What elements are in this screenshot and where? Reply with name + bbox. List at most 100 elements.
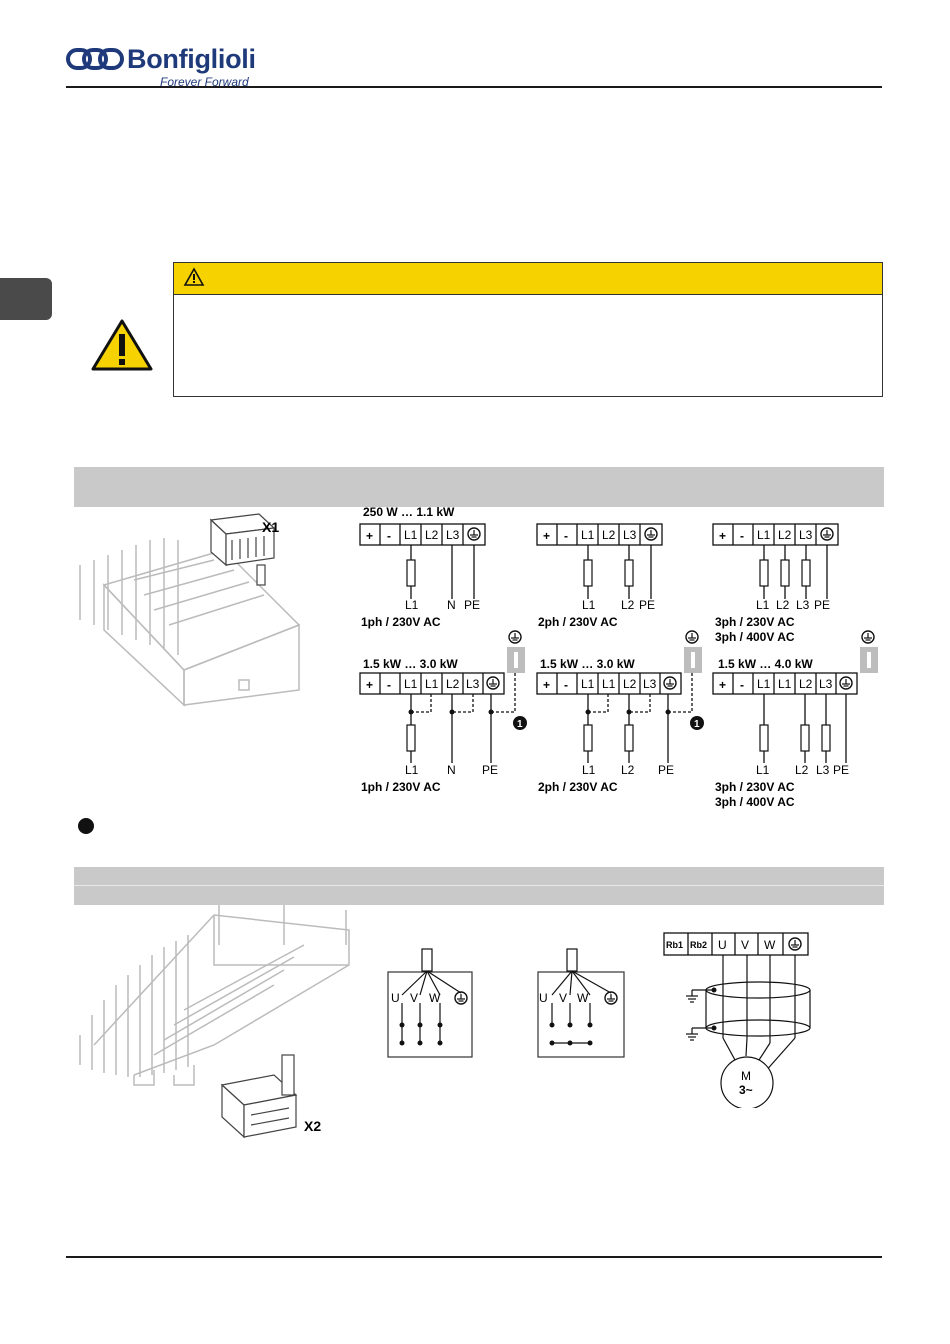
supply-label-f1: 3ph / 230V AC bbox=[715, 780, 795, 794]
line-l2: L2 bbox=[621, 598, 635, 612]
footer-rule bbox=[66, 1256, 882, 1258]
range-label-e: 1.5 kW … 3.0 kW bbox=[540, 657, 635, 671]
callout-marker bbox=[690, 716, 704, 730]
warning-header bbox=[174, 263, 882, 295]
term-l1: L1 bbox=[757, 677, 771, 691]
term-l3: L3 bbox=[819, 677, 833, 691]
chapter-tab bbox=[0, 278, 52, 320]
term-l2: L2 bbox=[425, 528, 439, 542]
pe-icon bbox=[685, 630, 699, 644]
mains-wiring-diagrams: 250 W … 1.1 kW + - L1 L2 L3 L1 N PE 1ph … bbox=[359, 505, 878, 809]
section-band-mains bbox=[74, 467, 884, 507]
motor-label-phase: 3~ bbox=[739, 1083, 753, 1097]
line-l2: L2 bbox=[795, 763, 809, 777]
term-minus: - bbox=[387, 678, 391, 692]
range-label-d: 1.5 kW … 3.0 kW bbox=[363, 657, 458, 671]
supply-label-c1: 3ph / 230V AC bbox=[715, 615, 795, 629]
supply-label-d: 1ph / 230V AC bbox=[361, 780, 441, 794]
term-minus: - bbox=[740, 529, 744, 543]
term-l1: L1 bbox=[581, 677, 595, 691]
term-plus: + bbox=[543, 678, 550, 692]
line-l1: L1 bbox=[405, 763, 419, 777]
pe-icon bbox=[861, 630, 875, 644]
term-minus: - bbox=[564, 678, 568, 692]
star-v: V bbox=[410, 991, 418, 1005]
brand-name: Bonfiglioli bbox=[127, 44, 256, 74]
star-connection-diagram: U V W bbox=[387, 948, 473, 1058]
term-l3: L3 bbox=[446, 528, 460, 542]
small-warning-icon bbox=[183, 267, 205, 286]
term-l3: L3 bbox=[466, 677, 480, 691]
term-v: V bbox=[741, 938, 749, 952]
x2-label: X2 bbox=[304, 1118, 321, 1134]
line-pe: PE bbox=[658, 763, 674, 777]
star-w: W bbox=[429, 991, 441, 1005]
device-x1-illustration: X1 bbox=[79, 513, 301, 707]
range-label-f: 1.5 kW … 4.0 kW bbox=[718, 657, 813, 671]
warning-box bbox=[173, 262, 883, 397]
term-l1b: L1 bbox=[778, 677, 792, 691]
callout-marker bbox=[513, 716, 527, 730]
supply-label-b: 2ph / 230V AC bbox=[538, 615, 618, 629]
x1-label: X1 bbox=[262, 519, 279, 535]
term-l3: L3 bbox=[799, 528, 813, 542]
term-l2: L2 bbox=[602, 528, 616, 542]
term-l1b: L1 bbox=[602, 677, 616, 691]
term-minus: - bbox=[564, 529, 568, 543]
pe-icon bbox=[508, 630, 522, 644]
brand-tagline: Forever Forward bbox=[160, 75, 249, 89]
range-label-a: 250 W … 1.1 kW bbox=[363, 505, 455, 519]
band-divider bbox=[74, 885, 884, 886]
term-l1: L1 bbox=[404, 528, 418, 542]
supply-label-a: 1ph / 230V AC bbox=[361, 615, 441, 629]
note-bullet bbox=[78, 818, 94, 834]
callout-number: 1 bbox=[694, 719, 700, 730]
term-l1: L1 bbox=[757, 528, 771, 542]
line-pe: PE bbox=[833, 763, 849, 777]
line-pe: PE bbox=[464, 598, 480, 612]
delta-u: U bbox=[539, 991, 548, 1005]
term-minus: - bbox=[387, 529, 391, 543]
term-w: W bbox=[764, 938, 776, 952]
motor-label-m: M bbox=[741, 1069, 751, 1083]
line-l1: L1 bbox=[405, 598, 419, 612]
line-l2: L2 bbox=[621, 763, 635, 777]
line-pe: PE bbox=[814, 598, 830, 612]
term-l3: L3 bbox=[643, 677, 657, 691]
callout-number: 1 bbox=[517, 719, 523, 730]
line-l1: L1 bbox=[582, 598, 596, 612]
motor-connection-diagram: Rb1 Rb2 U V W M 3~ bbox=[663, 932, 811, 1108]
term-plus: + bbox=[719, 678, 726, 692]
warning-triangle-icon bbox=[91, 319, 153, 371]
term-l2: L2 bbox=[778, 528, 792, 542]
term-l3: L3 bbox=[623, 528, 637, 542]
term-minus: - bbox=[740, 678, 744, 692]
term-plus: + bbox=[366, 678, 373, 692]
delta-w: W bbox=[577, 991, 589, 1005]
star-u: U bbox=[391, 991, 400, 1005]
supply-label-e: 2ph / 230V AC bbox=[538, 780, 618, 794]
section-band-motor bbox=[74, 867, 884, 905]
term-u: U bbox=[718, 938, 727, 952]
term-l1b: L1 bbox=[425, 677, 439, 691]
term-rb2: Rb2 bbox=[690, 940, 707, 950]
line-l1: L1 bbox=[756, 598, 770, 612]
line-l1: L1 bbox=[756, 763, 770, 777]
line-pe: PE bbox=[639, 598, 655, 612]
line-n: N bbox=[447, 763, 456, 777]
line-l3: L3 bbox=[796, 598, 810, 612]
term-l2: L2 bbox=[446, 677, 460, 691]
device-x2-illustration: X2 bbox=[79, 905, 350, 1139]
header-rule bbox=[66, 86, 882, 88]
term-l1: L1 bbox=[581, 528, 595, 542]
term-rb1: Rb1 bbox=[666, 940, 683, 950]
term-l2: L2 bbox=[799, 677, 813, 691]
line-n: N bbox=[447, 598, 456, 612]
term-plus: + bbox=[719, 529, 726, 543]
term-plus: + bbox=[543, 529, 550, 543]
term-l2: L2 bbox=[623, 677, 637, 691]
line-l2: L2 bbox=[776, 598, 790, 612]
line-pe: PE bbox=[482, 763, 498, 777]
line-l1: L1 bbox=[582, 763, 596, 777]
term-plus: + bbox=[366, 529, 373, 543]
